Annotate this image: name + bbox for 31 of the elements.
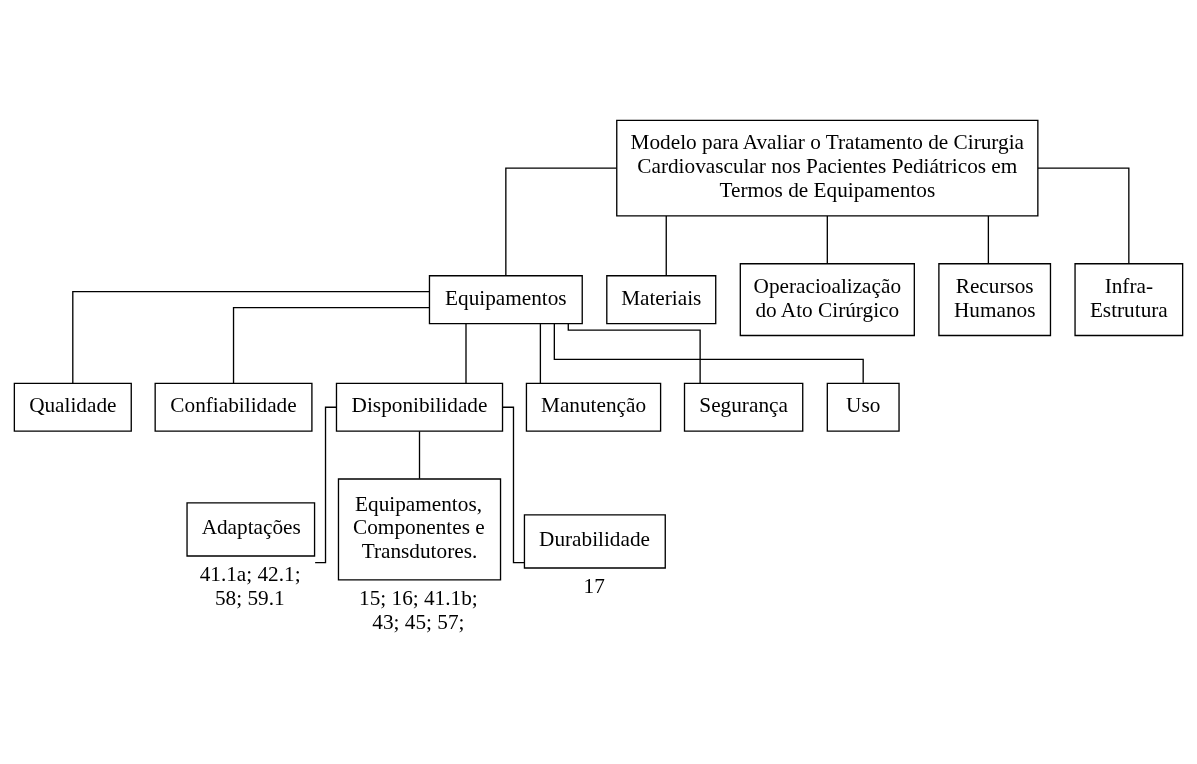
node-box: Disponibilidade [335, 382, 504, 432]
node-box: Uso [826, 382, 900, 432]
connector [465, 323, 467, 384]
connector [539, 323, 542, 384]
node-box: Operacioalização do Ato Cirúrgico [739, 263, 915, 337]
connector [1037, 167, 1130, 265]
node-box: Recursos Humanos [938, 263, 1052, 337]
node-box: Manutenção [525, 382, 662, 432]
node-label: 17 [583, 573, 605, 598]
node-box: Adaptações [186, 502, 316, 557]
node-box: Equipamentos, Componentes e Transdutores. [337, 478, 502, 581]
node-box: Infra- Estrutura [1074, 263, 1184, 337]
connector [987, 215, 990, 265]
node-label: 15; 16; 41.1b; 43; 45; 57; [359, 585, 478, 634]
connector [505, 167, 618, 277]
node-box: Modelo para Avaliar o Tratamento de Cirurgia Cardiovascular nos Pacientes Pediátricos em Termos de Equipamentos [616, 119, 1039, 217]
node-label: 41.1a; 42.1; 58; 59.1 [199, 561, 301, 610]
connector [418, 430, 421, 480]
connector [665, 215, 667, 277]
connector [232, 306, 430, 384]
connector [72, 291, 431, 384]
node-box: Confiabilidade [154, 382, 313, 432]
node-box: Durabilidade [523, 514, 666, 569]
node-box: Materiais [606, 275, 717, 325]
connector [567, 323, 701, 384]
connector [502, 406, 525, 564]
node-box: Equipamentos [428, 275, 583, 325]
connector [826, 215, 828, 265]
connector [553, 322, 864, 384]
node-box: Segurança [683, 382, 804, 432]
node-box: Qualidade [13, 382, 132, 432]
